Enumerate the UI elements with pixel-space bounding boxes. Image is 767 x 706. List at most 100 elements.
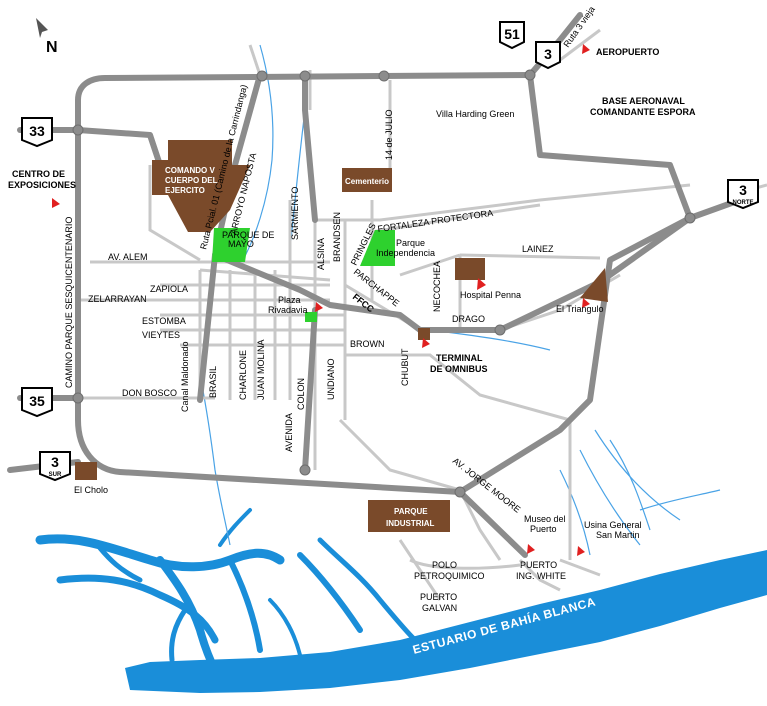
label-plaza1: Plaza	[278, 295, 301, 305]
label-hospital: Hospital Penna	[460, 290, 521, 300]
svg-text:SUR: SUR	[49, 472, 62, 478]
estuary-water	[35, 508, 767, 693]
svg-text:35: 35	[29, 393, 45, 409]
route-shields: 51 3 33 3 NORTE 35 3 SUR	[21, 21, 759, 482]
label-necochea: NECOCHEA	[432, 261, 442, 312]
north-arrow-icon	[36, 18, 48, 38]
label-centro2: EXPOSICIONES	[8, 180, 76, 190]
shield-3-norte: 3 NORTE	[727, 179, 759, 210]
label-colon: COLON	[296, 378, 306, 410]
shield-3-north: 3	[535, 41, 561, 70]
label-vieytes: VIEYTES	[142, 330, 180, 340]
svg-text:33: 33	[29, 123, 45, 139]
label-puerto-ing2: ING. WHITE	[516, 571, 566, 581]
north-arrow: N	[36, 18, 58, 56]
label-undiano: UNDIANO	[326, 358, 336, 400]
label-brandsen: BRANDSEN	[332, 212, 342, 262]
label-zapiola: ZAPIOLA	[150, 284, 188, 294]
label-brasil: BRASIL	[208, 366, 218, 398]
buildings	[75, 140, 608, 532]
minor-roads	[80, 28, 767, 601]
plaza-rivadavia	[305, 312, 317, 322]
plaza-marker	[315, 302, 323, 312]
label-brown: BROWN	[350, 339, 385, 349]
label-terminal2: DE OMNIBUS	[430, 364, 488, 374]
label-charlone: CHARLONE	[238, 350, 248, 400]
label-parque-industrial1: PARQUE	[394, 507, 428, 516]
label-av-jorge-moore: AV. JORGE MOORE	[451, 456, 523, 515]
label-camino-parque: CAMINO PARQUE SESQUICENTENARIO	[64, 217, 74, 388]
label-polo1: POLO	[432, 560, 457, 570]
label-el-cholo: El Cholo	[74, 485, 108, 495]
label-aeropuerto: AEROPUERTO	[596, 47, 659, 57]
label-avenida: AVENIDA	[284, 413, 294, 452]
label-comando1: COMANDO V	[165, 166, 215, 175]
markers	[52, 44, 590, 556]
label-museo2: Puerto	[530, 524, 557, 534]
label-parque-mayo1: PARQUE DE	[222, 230, 274, 240]
parque-de-mayo	[212, 228, 250, 262]
label-usina2: San Martin	[596, 530, 640, 540]
usina-marker	[577, 546, 585, 556]
label-sarmiento: SARMIENTO	[290, 187, 300, 240]
label-14-julio: 14 de JULIO	[384, 109, 394, 160]
svg-text:N: N	[46, 39, 58, 56]
label-base1: BASE AERONAVAL	[602, 96, 685, 106]
label-parque-ind1: Parque	[396, 238, 425, 248]
label-chubut: CHUBUT	[400, 348, 410, 386]
label-comando2: CUERPO DEL	[165, 176, 218, 185]
label-juan-molina: JUAN MOLINA	[256, 339, 266, 400]
hospital-marker	[477, 278, 486, 290]
label-lainez: LAINEZ	[522, 244, 554, 254]
svg-text:3: 3	[739, 182, 747, 198]
shield-51: 51	[499, 21, 525, 50]
parque-industrial-block	[368, 500, 450, 532]
label-canal: Canal Maldonado	[180, 341, 190, 412]
label-puerto-ing1: PUERTO	[520, 560, 557, 570]
comando-v-area	[152, 140, 250, 232]
label-parque-ind2: Independencia	[376, 248, 435, 258]
label-zelarrayan: ZELARRAYAN	[88, 294, 147, 304]
shield-33: 33	[21, 117, 53, 148]
label-estomba: ESTOMBA	[142, 316, 186, 326]
label-base2: COMANDANTE ESPORA	[590, 107, 696, 117]
cementerio-block	[342, 168, 392, 192]
label-comando3: EJERCITO	[165, 186, 205, 195]
terminal-block	[418, 328, 430, 340]
label-cementerio: Cementerio	[345, 177, 389, 186]
el-triangulo-block	[580, 268, 608, 302]
label-puerto-galvan1: PUERTO	[420, 592, 457, 602]
label-puerto-galvan2: GALVAN	[422, 603, 457, 613]
label-villa: Villa Harding Green	[436, 109, 514, 119]
svg-text:3: 3	[544, 46, 552, 62]
terminal-marker	[422, 338, 430, 348]
junctions	[72, 69, 696, 498]
label-don-bosco: DON BOSCO	[122, 388, 177, 398]
shield-35: 35	[21, 387, 53, 418]
label-terminal1: TERMINAL	[436, 353, 483, 363]
label-centro1: CENTRO DE	[12, 169, 65, 179]
parque-independencia	[360, 230, 395, 266]
svg-text:3: 3	[51, 454, 59, 470]
svg-text:NORTE: NORTE	[733, 200, 754, 206]
hospital-block	[455, 258, 485, 280]
aeropuerto-marker	[582, 44, 590, 54]
centro-exposiciones-marker	[52, 198, 60, 208]
label-parque-mayo2: MAYO	[228, 239, 254, 249]
label-usina1: Usina General	[584, 520, 642, 530]
label-drago: DRAGO	[452, 314, 485, 324]
parks	[212, 228, 395, 322]
label-polo2: PETROQUIMICO	[414, 571, 485, 581]
el-triangulo-marker	[582, 298, 590, 308]
label-museo1: Museo del	[524, 514, 566, 524]
label-alsina: ALSINA	[316, 238, 326, 270]
label-triangulo: El Triangulo	[556, 304, 604, 314]
shield-3-sur: 3 SUR	[39, 451, 71, 482]
el-cholo-block	[75, 462, 97, 480]
museo-marker	[527, 544, 535, 554]
label-parque-industrial2: INDUSTRIAL	[386, 519, 435, 528]
label-plaza2: Rivadavia	[268, 305, 308, 315]
svg-text:51: 51	[504, 26, 520, 42]
